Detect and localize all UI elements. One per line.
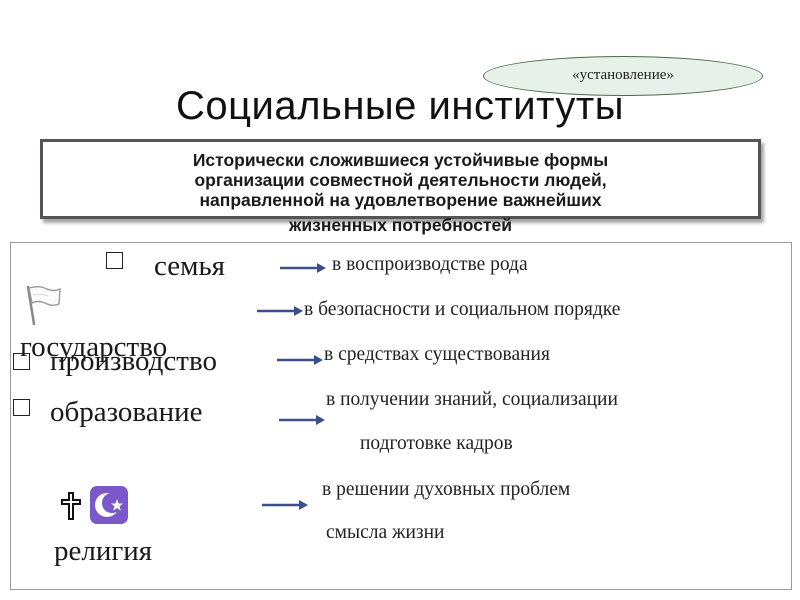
orthodox-cross-icon [61, 492, 81, 520]
need-education-line-1: в получении знаний, социализации [326, 389, 618, 410]
definition-line-2: организации совместной деятельности люде… [194, 170, 607, 190]
education-checkbox-icon [13, 399, 30, 416]
white-flag-icon [26, 285, 61, 326]
need-religion-line-1: в решении духовных проблем [322, 479, 571, 500]
family-arrow-icon [280, 263, 326, 273]
definition-line-1: Исторически сложившиеся устойчивые формы [192, 150, 609, 170]
need-state: в безопасности и социальном порядке [304, 299, 621, 320]
institutions-panel [10, 242, 792, 590]
need-production: в средствах существования [324, 344, 550, 365]
need-religion-line-2: смысла жизни [326, 522, 445, 543]
state-arrow-icon [257, 306, 303, 316]
education-arrow-icon [279, 415, 325, 425]
page-title: Социальные институты [176, 84, 624, 128]
definition-line-3: направленной на удовлетворение важнейших [199, 190, 602, 210]
institution-family: семья [154, 250, 226, 282]
institution-production: производство [50, 345, 217, 377]
star-and-crescent-icon [90, 486, 128, 524]
family-checkbox-icon [106, 252, 123, 269]
institution-state: государство [20, 331, 168, 363]
establishment-bubble: «установление» [483, 56, 763, 96]
need-education-line-2: подготовке кадров [360, 433, 513, 454]
definition-box: Исторически сложившиеся устойчивые формы… [40, 139, 761, 235]
production-checkbox-icon [13, 353, 30, 370]
production-arrow-icon [277, 355, 323, 365]
need-family: в воспроизводстве рода [332, 254, 528, 275]
institution-education: образование [50, 396, 203, 428]
definition-line-4: жизненных потребностей [288, 215, 513, 235]
institution-religion: религия [54, 535, 153, 567]
religion-arrow-icon [262, 500, 308, 510]
